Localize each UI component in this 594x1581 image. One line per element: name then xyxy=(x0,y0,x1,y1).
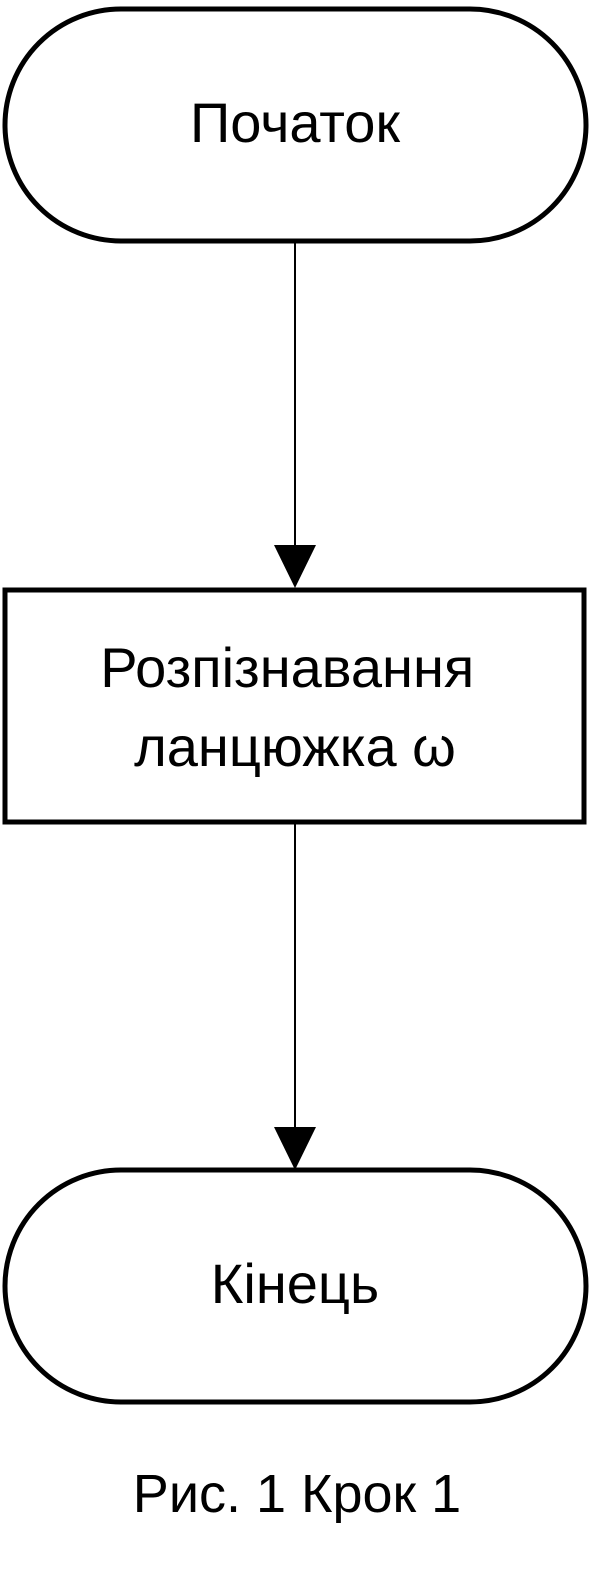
process-label-line-1: Розпізнавання xyxy=(100,636,474,699)
end-label: Кінець xyxy=(211,1252,379,1315)
process-label-line-2: ланцюжка ω xyxy=(134,715,456,778)
arrowhead-icon xyxy=(274,1127,316,1170)
process-label: Розпізнавання ланцюжка ω xyxy=(100,636,490,778)
process-box-shape xyxy=(2,587,587,825)
start-label: Початок xyxy=(190,91,400,154)
process-node: Розпізнавання ланцюжка ω xyxy=(2,587,587,825)
connector-process-to-end xyxy=(274,822,316,1170)
end-node: Кінець xyxy=(2,1167,589,1405)
start-node: Початок xyxy=(2,6,589,244)
connector-start-to-process xyxy=(274,241,316,588)
end-terminator-shape xyxy=(2,1167,589,1405)
figure-caption: Рис. 1 Крок 1 xyxy=(132,1464,462,1524)
arrowhead-icon xyxy=(274,545,316,588)
